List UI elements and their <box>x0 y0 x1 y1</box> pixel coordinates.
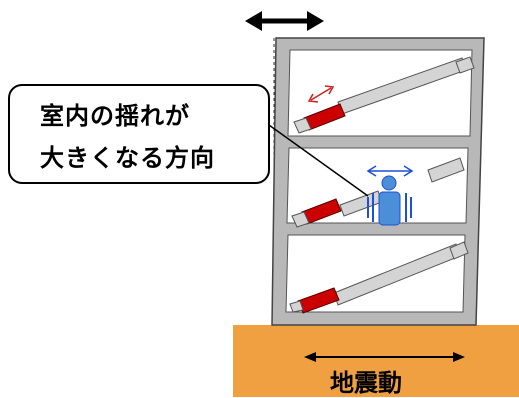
brace-damper-2 <box>291 157 465 228</box>
person-sway-arrow-icon <box>366 165 414 177</box>
ground-motion-label: 地震動 <box>330 369 402 397</box>
brace-damper-3 <box>293 56 475 134</box>
callout-pointer <box>261 119 369 197</box>
shake-lines-icon <box>367 193 412 222</box>
callout-box: 室内の揺れが 大きくなる方向 <box>8 84 270 184</box>
damper-direction-arrow-icon <box>307 85 335 103</box>
callout-line-2: 大きくなる方向 <box>40 144 215 172</box>
ground-arrow-icon <box>304 352 465 362</box>
top-double-arrow-icon <box>245 11 324 31</box>
ground <box>233 325 519 397</box>
brace-damper-1 <box>289 241 469 314</box>
person-icon <box>378 175 401 226</box>
callout-line-1: 室内の揺れが <box>40 102 190 130</box>
